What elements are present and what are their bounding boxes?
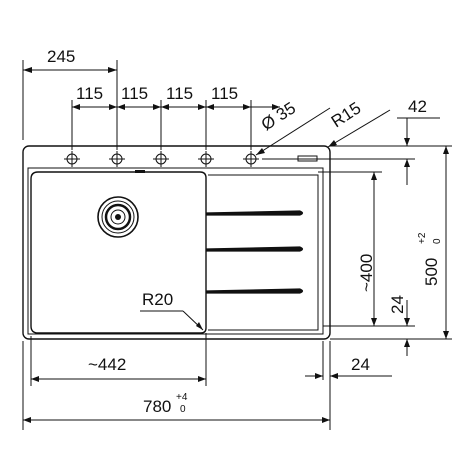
sink-outline — [22, 145, 331, 340]
tap-hole-icon — [109, 151, 125, 167]
dim-overall-height-tol-lower: 0 — [432, 238, 443, 244]
dim-overall-height: 500 — [422, 258, 441, 286]
dim-tap-spacing-2: 115 — [121, 84, 148, 103]
dim-bottom-rim-below: 24 — [351, 355, 370, 374]
dim-tap-spacing-4: 115 — [211, 84, 238, 103]
drainboard-outline — [208, 174, 319, 331]
tap-hole-icon — [64, 151, 80, 167]
leader-outer-radius — [327, 109, 391, 148]
dim-outer-radius: R15 — [328, 98, 365, 131]
dim-bowl-width: ~442 — [88, 355, 126, 374]
sink-inner-rim — [27, 167, 324, 335]
tap-holes — [64, 151, 259, 167]
dim-overall-width-tol-upper: +4 — [176, 392, 188, 403]
dim-tap-spacing-3: 115 — [166, 84, 193, 103]
bowl-outline — [30, 171, 207, 334]
dim-hole-diameter: Ø 35 — [258, 98, 299, 134]
dim-bowl-height: ~400 — [357, 254, 376, 292]
dim-bottom-rim-right: 24 — [388, 295, 407, 314]
dim-overall-height-tol-upper: +2 — [417, 232, 428, 244]
tap-hole-icon — [153, 151, 169, 167]
dim-overall-width-tol-lower: 0 — [180, 404, 186, 415]
dim-overall-width: 780 — [143, 397, 171, 416]
dim-overall-tap-offset: 245 — [47, 47, 75, 66]
overflow-mark — [135, 170, 145, 173]
dim-tap-spacing-1: 115 — [76, 84, 103, 103]
leader-hole-diameter — [255, 107, 331, 156]
tap-hole-icon — [243, 151, 259, 167]
dim-inner-radius: R20 — [142, 290, 173, 309]
drainboard-ribs — [205, 210, 304, 294]
dim-rim-offset: 42 — [408, 97, 427, 116]
drain-icon — [97, 196, 139, 238]
tap-hole-icon — [198, 151, 214, 167]
